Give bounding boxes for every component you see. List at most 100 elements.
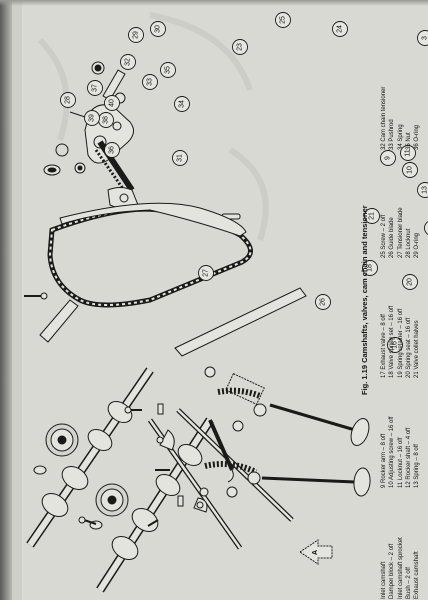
legend-line: 32 Cam chain tensioner (381, 86, 387, 150)
legend-line: 18 Valve spring set – 16 off (389, 305, 396, 378)
callout-28: 28 (60, 92, 76, 108)
callout-number: 36 (109, 146, 116, 154)
callout-38: 38 (98, 112, 114, 128)
callout-number: 21 (369, 212, 376, 220)
legend-line: Inlet camshaft sprocket (397, 537, 404, 599)
legend-line: Bush – 2 off (405, 567, 412, 599)
callout-number: 40 (109, 99, 116, 107)
exhaust-camshaft (95, 417, 214, 593)
legend-line: 28 Locknut (405, 228, 412, 258)
legend-line: 12 Rocker shaft – 4 off (405, 427, 412, 488)
callout-25: 25 (275, 12, 291, 28)
callout-number: 10 (407, 166, 414, 174)
legend-col2: 9 Rocker arm – 8 off 10 Adjusting screw … (380, 416, 421, 488)
callout-35: 35 (160, 62, 176, 78)
callout-21: 21 (364, 208, 380, 224)
callout-number: 13 (422, 186, 428, 194)
legend-line: 13 Spring – 8 off (414, 444, 421, 488)
chain-guide-bracket (24, 292, 79, 343)
figure-caption: Fig. 1.19 Camshafts, valves, cam chain a… (360, 205, 369, 395)
legend-line: 26 Guide blade (389, 217, 396, 258)
direction-arrow (299, 539, 333, 565)
callout-number: 28 (65, 96, 72, 104)
callout-number: 30 (155, 25, 162, 33)
callout-number: 25 (280, 16, 287, 24)
legend-line: 9 Rocker arm – 8 off (381, 433, 387, 488)
callout-31: 31 (172, 150, 188, 166)
legend-line: 35 Nut (405, 132, 412, 150)
guide-blade (174, 287, 307, 357)
rocker-assembly (147, 403, 294, 550)
callout-number: 35 (165, 66, 172, 74)
legend-line: 27 Tensioner blade (397, 207, 404, 258)
page-edge (12, 0, 22, 600)
legend-col1: Inlet camshaft Damper block – 2 off Inle… (380, 537, 421, 599)
callout-number: 38 (103, 116, 110, 124)
callout-number: 18 (367, 264, 374, 272)
callout-number: 23 (237, 43, 244, 51)
legend-col3: 17 Exhaust valve – 8 off 18 Valve spring… (380, 306, 421, 378)
callout-number: 39 (89, 114, 96, 122)
legend-col4: 25 Screw – 2 off 26 Guide blade 27 Tensi… (380, 207, 421, 258)
legend-line: 33 Pushrod (389, 119, 396, 150)
legend-line: Exhaust camshaft (414, 551, 421, 599)
direction-label: A (312, 549, 319, 555)
callout-number: 26 (320, 298, 327, 306)
legend-line: Damper block – 2 off (389, 543, 396, 599)
legend-line: 29 O-ring (414, 232, 421, 258)
callout-33: 33 (142, 74, 158, 90)
page-top-shadow (0, 0, 428, 6)
legend-line: 36 O-ring (414, 124, 421, 150)
legend-col5: 32 Cam chain tensioner 33 Pushrod 34 Spr… (380, 87, 421, 150)
callout-23: 23 (232, 39, 248, 55)
callout-11: 11 (400, 145, 416, 161)
legend-line: 10 Adjusting screw – 16 off (389, 416, 396, 488)
legend-line: 34 Spring (397, 124, 404, 150)
callout-3: 3 (417, 30, 428, 46)
callout-20: 20 (402, 274, 418, 290)
callout-22: 22 (424, 221, 428, 235)
legend-line: 19 Spring retainer – 16 off (397, 308, 404, 378)
callout-number: 27 (203, 269, 210, 277)
tensioner-blade (59, 202, 247, 237)
callout-number: 32 (125, 58, 132, 66)
callout-34: 34 (174, 96, 190, 112)
callout-16: 16 (387, 337, 403, 353)
callout-37: 37 (87, 80, 103, 96)
callout-number: 16 (392, 341, 399, 349)
inlet-camshaft (26, 367, 154, 548)
legend-line: 25 Screw – 2 off (381, 214, 387, 258)
callout-36: 36 (104, 142, 120, 158)
callout-10: 10 (402, 162, 418, 178)
callout-number: 33 (147, 78, 154, 86)
legend-line: 17 Exhaust valve – 8 off (381, 314, 387, 378)
small-bolts (78, 406, 170, 527)
valve-assembly-upper (204, 366, 370, 446)
callout-number: 29 (133, 31, 140, 39)
legend-line: Inlet camshaft (381, 561, 387, 599)
callout-27: 27 (198, 265, 214, 281)
callout-number: 34 (179, 100, 186, 108)
callout-39: 39 (84, 110, 100, 126)
callout-29: 29 (128, 27, 144, 43)
legend-line: 11 Locknut – 16 off (397, 437, 404, 488)
callout-9: 9 (380, 150, 396, 166)
callout-13: 13 (417, 182, 428, 198)
callouts: 1345789101112131415161718192021222324252… (60, 12, 428, 353)
legend-line: 21 Valve collet halves (414, 320, 421, 378)
valve-assembly-lower (199, 461, 371, 498)
callout-number: 37 (92, 84, 99, 92)
callout-18: 18 (362, 260, 378, 276)
callout-26: 26 (315, 294, 331, 310)
callout-40: 40 (104, 95, 120, 111)
callout-32: 32 (120, 54, 136, 70)
callout-number: 3 (422, 36, 428, 40)
legend-line: 20 Spring seat – 16 off (405, 317, 412, 378)
callout-30: 30 (150, 21, 166, 37)
callout-number: 24 (337, 25, 344, 33)
callout-24: 24 (332, 21, 348, 37)
callout-number: 9 (385, 156, 392, 160)
page-gutter-shadow (0, 0, 12, 600)
